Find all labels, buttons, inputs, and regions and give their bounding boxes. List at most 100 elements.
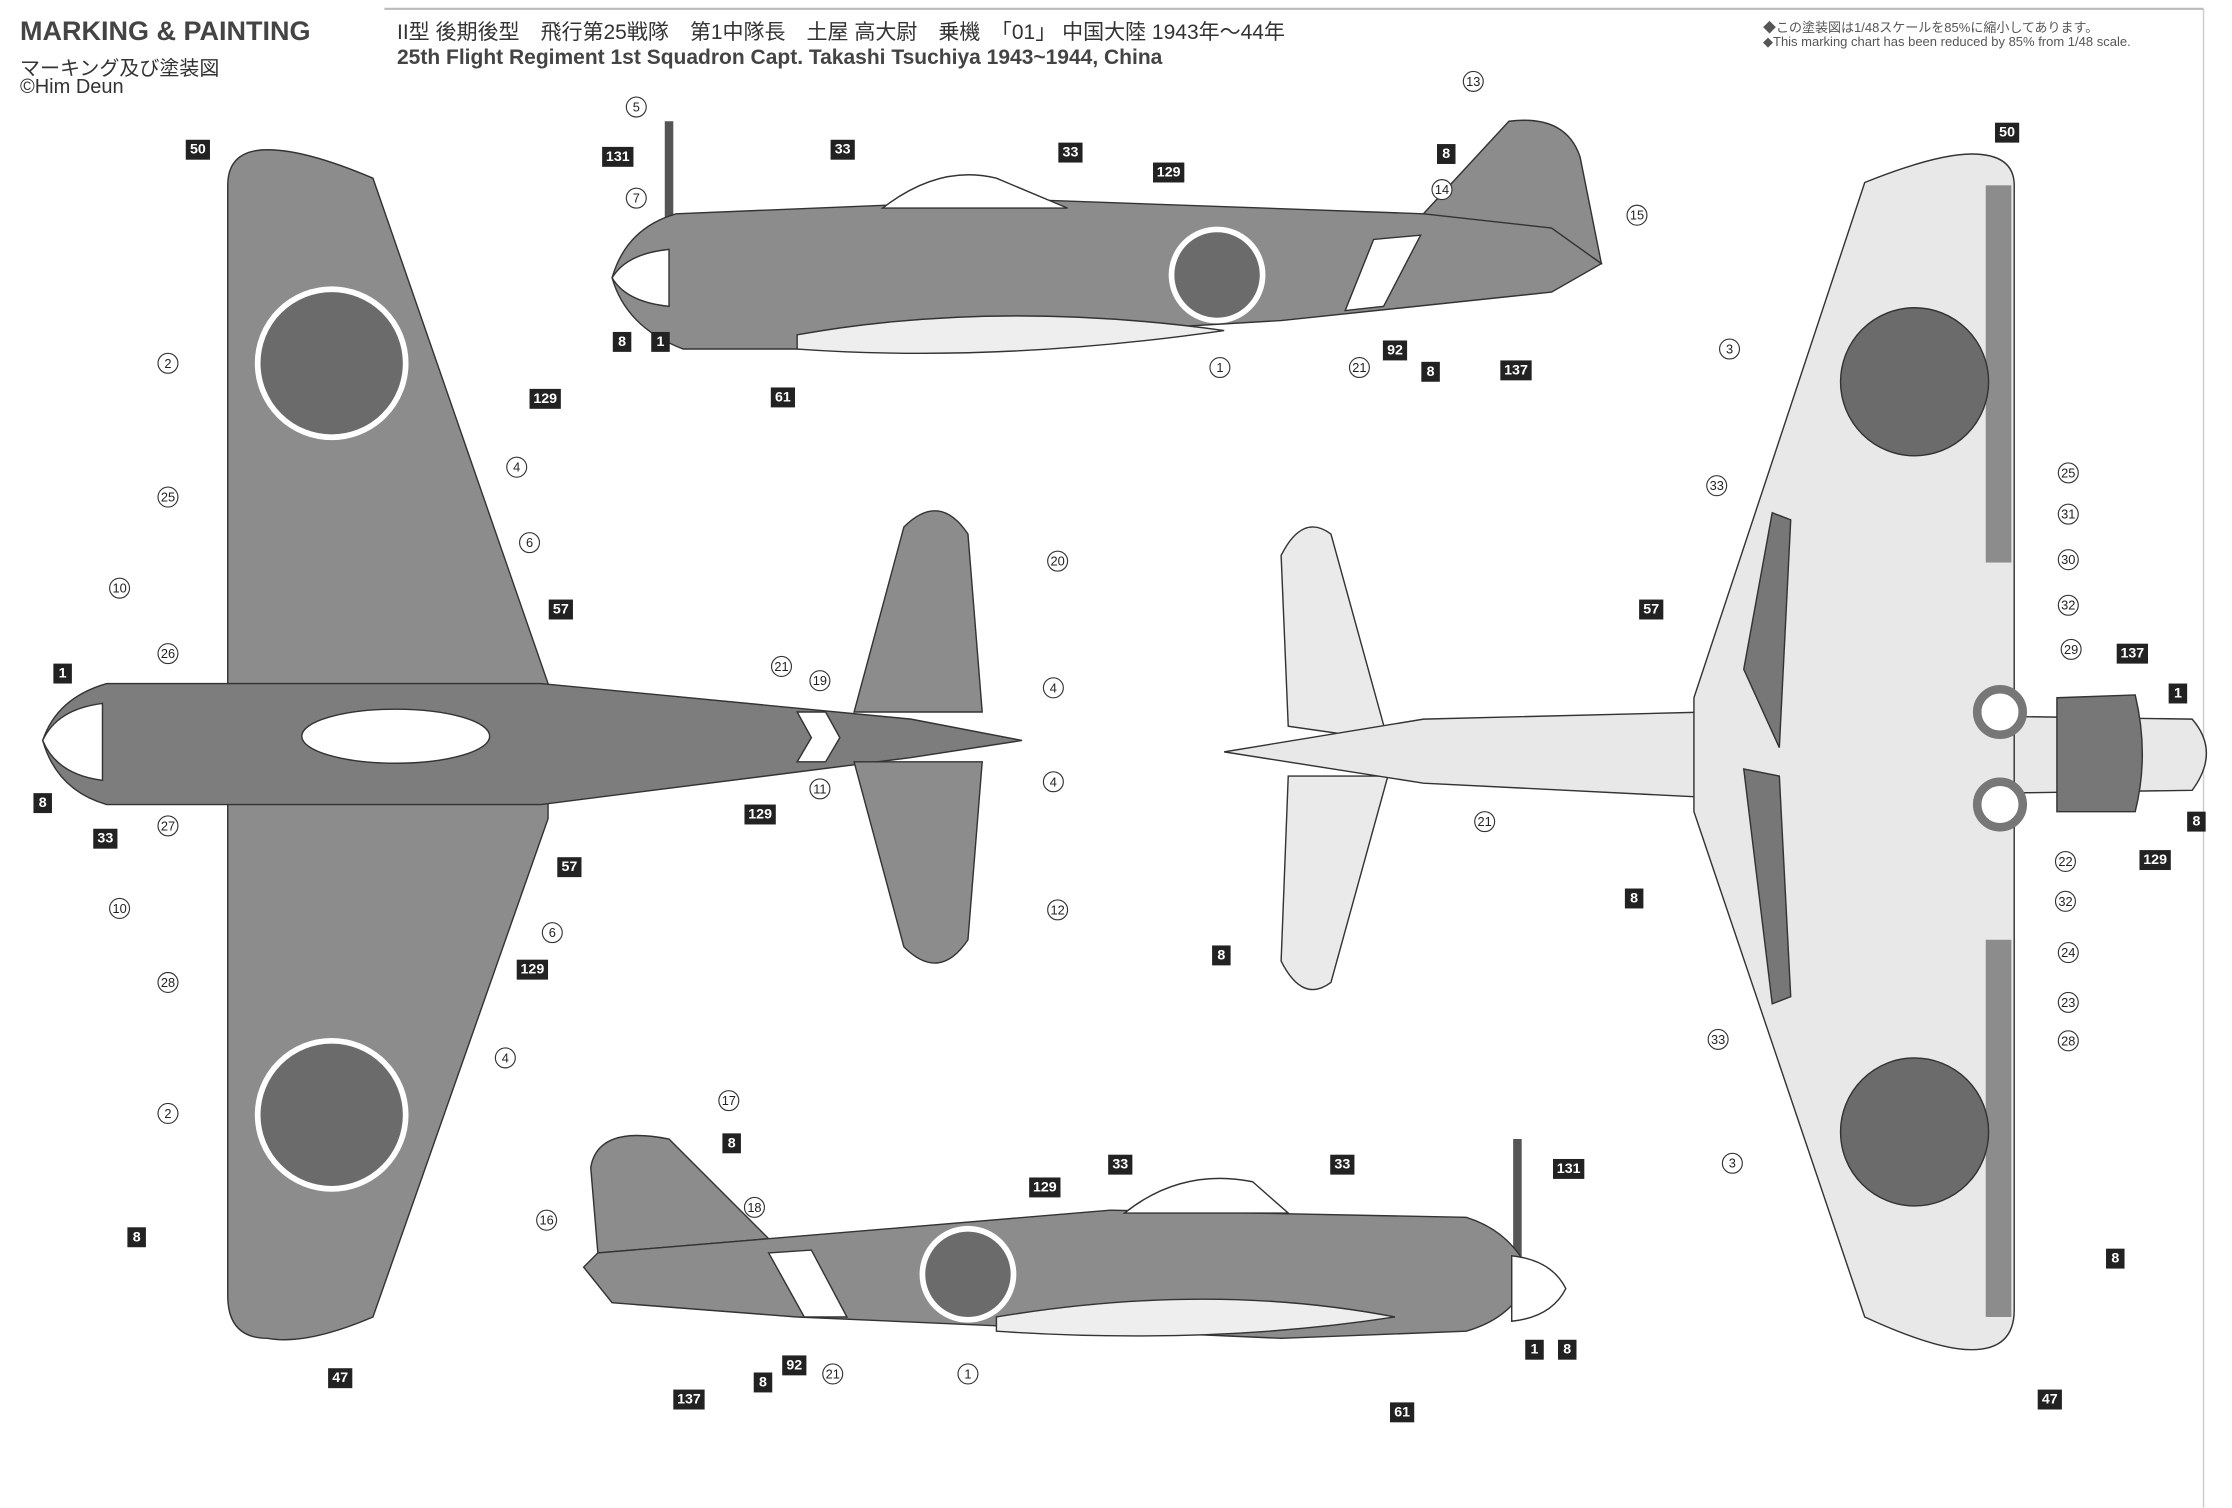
callout-number: 50	[190, 142, 206, 158]
part-number-callout: 8	[2187, 811, 2206, 832]
callout-circle	[1431, 179, 1453, 201]
aileron-edge	[1985, 939, 2012, 1317]
callout-number: 32	[2058, 894, 2072, 909]
paint-number-callout: 4	[506, 456, 528, 478]
paint-number-callout: 25	[157, 486, 179, 508]
callout-box	[602, 146, 634, 167]
callout-number: 8	[618, 334, 626, 350]
tail-fin	[590, 1134, 771, 1254]
top-view	[41, 149, 1023, 1341]
callout-number: 2	[164, 1106, 171, 1121]
callout-circle	[2057, 549, 2079, 571]
callout-circle	[1047, 550, 1069, 572]
callout-number: 8	[2192, 814, 2200, 830]
callout-number: 33	[1063, 145, 1079, 161]
callout-number: 129	[533, 391, 557, 407]
part-number-callout: 1	[53, 663, 72, 684]
part-number-callout: 47	[2037, 1389, 2062, 1410]
callout-box	[651, 331, 670, 352]
callout-box	[1624, 888, 1644, 909]
callout-number: 8	[1442, 146, 1450, 162]
callout-number: 22	[2058, 854, 2072, 869]
paint-number-callout: 30	[2057, 549, 2079, 571]
callout-box	[1639, 599, 1664, 620]
callout-number: 8	[133, 1229, 141, 1245]
stabilizer-right	[853, 761, 983, 964]
callout-number: 8	[759, 1374, 767, 1390]
callout-number: 1	[1216, 360, 1223, 375]
sheet-title: MARKING & PAINTING	[20, 16, 311, 46]
callout-number: 8	[2111, 1251, 2119, 1267]
callout-number: 129	[748, 806, 772, 822]
paint-number-callout: 2	[157, 352, 179, 374]
subtitle-jp: II型 後期後型 飛行第25戦隊 第1中隊長 土屋 高大尉 乗機 「01」 中国…	[397, 21, 1285, 44]
callout-number: 30	[2061, 552, 2075, 567]
part-number-callout: 33	[1058, 142, 1083, 163]
part-number-callout: 8	[127, 1227, 146, 1248]
canopy	[880, 174, 1068, 209]
paint-number-callout: 32	[2054, 890, 2076, 912]
callout-number: 129	[1157, 165, 1181, 181]
callout-number: 25	[2061, 465, 2075, 480]
callout-circle	[625, 96, 647, 118]
callout-box	[722, 1133, 741, 1154]
callout-box	[93, 828, 118, 849]
part-number-callout: 137	[1500, 360, 1532, 381]
callout-number: 137	[2120, 646, 2144, 662]
callout-circle	[2057, 462, 2079, 484]
part-number-callout: 61	[1390, 1402, 1415, 1423]
hinomaru-fuselage	[919, 1225, 1017, 1323]
callout-circle	[1707, 1028, 1729, 1050]
paint-number-callout: 28	[157, 971, 179, 994]
canopy	[301, 708, 491, 764]
callout-circle	[1209, 356, 1231, 379]
callout-circle	[157, 1102, 179, 1124]
callout-box	[2139, 850, 2171, 871]
callout-circle	[536, 1209, 558, 1231]
callout-circle	[1626, 204, 1648, 226]
stabilizer-under	[1280, 526, 1389, 742]
side-view-left	[611, 119, 1603, 355]
part-number-callout: 8	[612, 331, 632, 352]
callout-box	[1553, 1158, 1585, 1179]
part-number-callout: 1	[2168, 683, 2188, 704]
paint-number-callout: 21	[822, 1363, 844, 1385]
callout-number: 33	[97, 831, 113, 847]
callout-box	[328, 1368, 353, 1389]
callout-box	[830, 139, 855, 160]
hinomaru-under	[1839, 1057, 1990, 1207]
part-number-callout: 8	[722, 1133, 741, 1154]
callout-box	[1390, 1402, 1415, 1423]
paint-number-callout: 15	[1626, 204, 1648, 226]
part-number-callout: 57	[1639, 599, 1664, 620]
part-number-callout: 129	[2139, 850, 2171, 871]
paint-number-callout: 32	[2057, 594, 2079, 616]
flap-strip	[1743, 511, 1792, 748]
bottom-view	[1224, 153, 2208, 1351]
callout-number: 3	[1726, 342, 1733, 357]
callout-number: 1	[657, 334, 665, 350]
callout-circle	[157, 643, 179, 665]
callout-number: 33	[1334, 1157, 1350, 1173]
part-number-callout: 61	[770, 387, 796, 408]
callout-circle	[541, 922, 563, 944]
paint-number-callout: 13	[1462, 70, 1484, 92]
callout-circle	[109, 897, 131, 919]
paint-number-callout: 5	[625, 96, 647, 118]
callout-circle	[809, 670, 831, 692]
scale-note-jp: ◆この塗装図は1/48スケールを85%に縮小してあります。	[1763, 20, 2099, 35]
callout-number: 31	[2061, 507, 2075, 522]
callout-number: 6	[526, 535, 533, 550]
callout-circle	[809, 778, 831, 800]
paint-number-callout: 4	[1042, 771, 1064, 793]
paint-number-callout: 2	[157, 1102, 179, 1124]
paint-number-callout: 21	[1348, 356, 1370, 379]
part-number-callout: 57	[557, 857, 582, 878]
callout-number: 129	[1033, 1179, 1057, 1195]
part-number-callout: 47	[328, 1368, 353, 1389]
callout-circle	[1706, 475, 1728, 497]
callout-circle	[157, 815, 179, 837]
callout-number: 21	[1478, 814, 1492, 829]
callout-box	[548, 599, 573, 620]
